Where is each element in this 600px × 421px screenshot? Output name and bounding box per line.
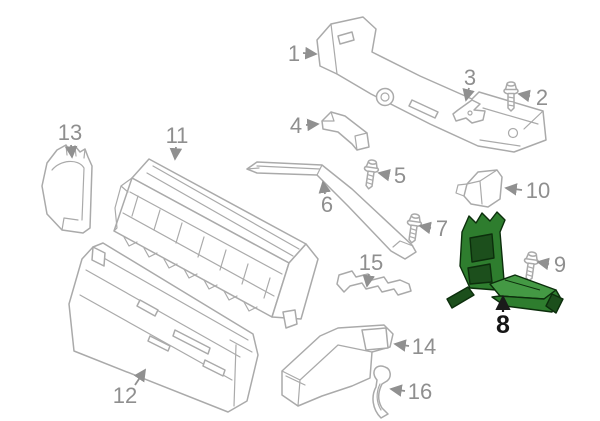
part-16-inner [376, 383, 382, 411]
callout-2-arrow [517, 89, 531, 103]
callout-13: 13 [58, 120, 82, 159]
part-4-bracket [321, 111, 370, 151]
callout-1-arrow [302, 46, 318, 60]
part-11-foot-tab [282, 309, 298, 329]
part-5-screw [360, 158, 381, 191]
part-16-hook [372, 365, 391, 419]
callout-10: 10 [504, 178, 550, 203]
part-14-tab [361, 327, 389, 351]
callout-6-arrow [318, 180, 331, 195]
part-12-right-end [229, 339, 253, 407]
part-8-tower-panel-upper [469, 233, 495, 263]
callout-1: 1 [288, 41, 318, 66]
callout-11-arrow [169, 146, 183, 161]
callout-12: 12 [113, 368, 146, 408]
part-label-9: 9 [554, 252, 566, 277]
part-11-air-shroud [113, 158, 319, 329]
part-14-inner [281, 344, 373, 407]
part-label-5: 5 [394, 163, 406, 188]
part-11-left-edge [113, 177, 133, 232]
part-16-outline [372, 365, 391, 419]
part-label-4: 4 [290, 113, 302, 138]
part-label-14: 14 [412, 334, 436, 359]
part-1-hole [507, 127, 519, 139]
callout-7-arrow [418, 221, 432, 235]
part-9-screw [520, 250, 541, 283]
part-1-grommet-outer [375, 87, 395, 107]
part-1-fold-lines [330, 23, 544, 147]
part-12-left-tab [91, 246, 106, 267]
callout-13-arrow [64, 144, 78, 159]
part-11-top-rails [146, 165, 300, 257]
callout-9: 9 [536, 252, 566, 277]
part-11-slats [131, 195, 271, 299]
callout-5-arrow [377, 168, 391, 182]
part-label-10: 10 [526, 178, 550, 203]
part-label-12: 12 [113, 383, 137, 408]
callout-14: 14 [393, 334, 436, 359]
part-3-hole [467, 110, 473, 116]
callout-15-arrow [362, 273, 375, 288]
part-10-folds [455, 169, 498, 205]
callout-5: 5 [377, 163, 406, 188]
part-label-8: 8 [496, 311, 510, 339]
part-12-lower-panel [68, 242, 259, 413]
part-1-grommet-inner [380, 92, 390, 102]
part-10-outline [463, 169, 503, 208]
part-7-screw [403, 212, 424, 245]
callout-3: 3 [462, 65, 476, 102]
part-1-upper-tie-bar [316, 16, 547, 153]
part-label-1: 1 [288, 41, 300, 66]
callout-11: 11 [166, 123, 189, 161]
part-12-slot-3 [147, 335, 171, 352]
part-8-highlighted-bracket [446, 211, 564, 314]
part-4-outline [321, 111, 370, 151]
part-label-13: 13 [58, 120, 82, 145]
part-label-7: 7 [436, 216, 448, 241]
part-label-6: 6 [321, 192, 333, 217]
callout-6: 6 [318, 180, 333, 217]
callout-4-arrow [305, 118, 320, 132]
callout-10-arrow [504, 183, 523, 196]
callout-16-arrow [389, 384, 406, 397]
part-12-slot-1 [136, 299, 159, 317]
part-4-fold-lines [321, 111, 368, 151]
part-1-outline [316, 16, 547, 153]
callout-8: 8 [495, 294, 511, 339]
callout-16: 16 [389, 379, 432, 404]
part-1-slot [337, 31, 355, 45]
part-13-bracket [41, 144, 93, 234]
callout-9-arrow [536, 257, 550, 271]
part-label-11: 11 [166, 123, 189, 148]
part-8-tower-panel-lower [467, 263, 493, 285]
callout-14-arrow [393, 339, 410, 352]
part-label-2: 2 [536, 85, 548, 110]
part-label-16: 16 [408, 379, 432, 404]
part-11-bottom-teeth [123, 236, 258, 312]
part-12-slot-4 [202, 359, 226, 377]
part-8-left-wing [446, 286, 475, 309]
callout-4: 4 [290, 113, 320, 138]
part-3-clip [452, 99, 486, 124]
callout-15: 15 [359, 250, 383, 288]
callout-7: 7 [418, 216, 448, 241]
part-label-3: 3 [464, 65, 476, 90]
part-8-highlight-lines [468, 212, 541, 291]
part-14-air-scoop [281, 324, 394, 407]
callout-12-arrow [133, 368, 146, 386]
callout-3-arrow [462, 87, 475, 102]
part-6-brace [246, 161, 417, 260]
part-label-15: 15 [359, 250, 383, 275]
part-8-end-tab [545, 293, 564, 314]
part-6-outline [246, 161, 417, 260]
part-12-slot-2 [172, 329, 211, 355]
part-6-creases [246, 164, 414, 248]
callout-2: 2 [517, 85, 548, 110]
part-1-bar-slot [408, 99, 439, 119]
part-10-bracket [455, 169, 503, 208]
